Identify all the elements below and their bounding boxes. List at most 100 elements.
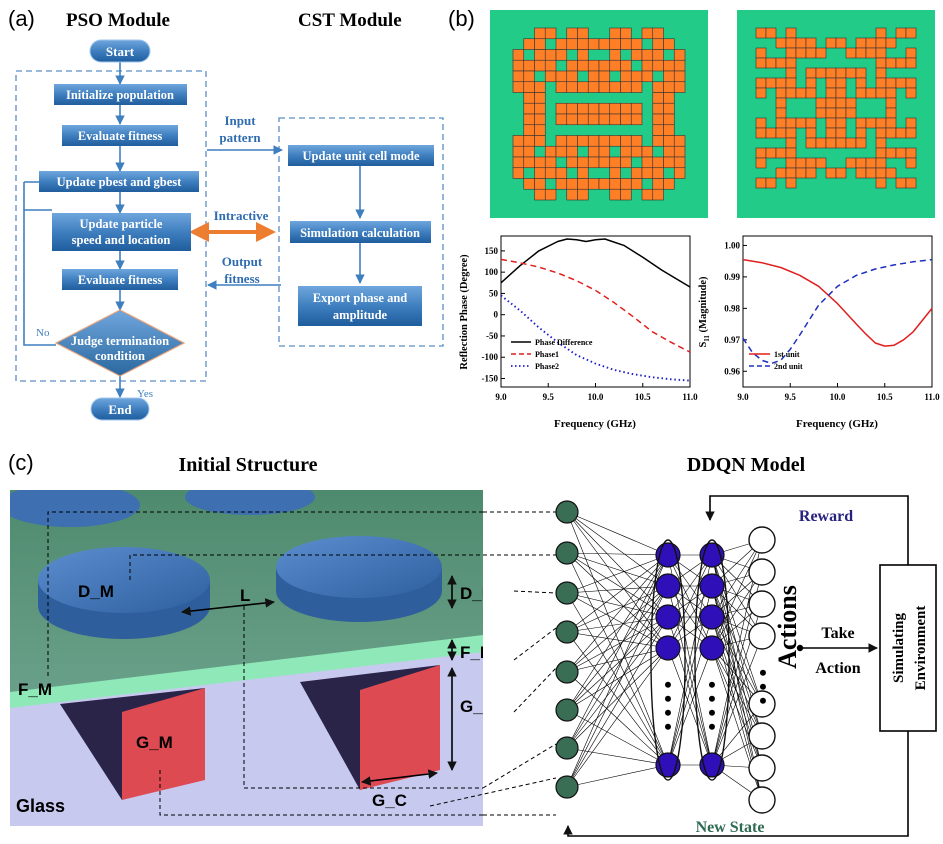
- label-g-c: G_C: [372, 791, 407, 810]
- metal-pixel: [641, 156, 654, 169]
- metal-pixel: [652, 113, 664, 126]
- reward-feedback-arrow: [705, 495, 909, 565]
- metal-pixel: [620, 156, 632, 169]
- start-node: [89, 39, 151, 63]
- end-node: [90, 397, 150, 421]
- metal-pixel: [805, 167, 817, 179]
- metal-pixel: [609, 81, 621, 93]
- metal-pixel: [641, 70, 654, 83]
- output-node: [748, 690, 776, 718]
- metal-pixel: [609, 167, 621, 179]
- metal-pixel: [835, 37, 847, 49]
- metal-pixel: [523, 59, 535, 72]
- metal-pixel: [663, 81, 675, 93]
- metal-pixel: [566, 188, 578, 201]
- metal-pixel: [875, 87, 887, 99]
- metal-pixel: [875, 117, 887, 129]
- hidden-node: [655, 635, 681, 661]
- input-node: [555, 660, 579, 684]
- y-tick-label: 0.99: [724, 272, 740, 282]
- metal-pixel: [885, 167, 897, 179]
- metal-pixel: [652, 59, 664, 72]
- hidden-node: [655, 604, 681, 630]
- chart-2-xlabel: Frequency (GHz): [796, 418, 878, 430]
- chart-2-ylabel-rest: (Magnitude): [698, 276, 709, 335]
- new-state-feedback-arrow: [563, 731, 909, 837]
- metal-pixel: [630, 49, 643, 61]
- metal-pixel: [825, 67, 837, 79]
- metal-pixel: [652, 135, 664, 147]
- metal-pixel: [663, 102, 675, 115]
- metal-pixel: [641, 27, 654, 40]
- film-top-edge: [10, 635, 483, 708]
- metal-pixel: [566, 27, 578, 40]
- metal-pixel: [566, 81, 578, 93]
- metal-pixel: [609, 59, 621, 72]
- input-pattern-label-1: Input: [224, 113, 256, 128]
- metal-pixel: [785, 167, 797, 179]
- simulating-environment-label-1: Simulating: [891, 612, 907, 683]
- metal-pixel: [566, 145, 578, 158]
- network-nodes: [555, 500, 776, 814]
- metal-pixel: [895, 177, 907, 189]
- metal-pixel: [755, 117, 767, 129]
- metal-pixel: [775, 77, 787, 89]
- network-edge: [566, 511, 669, 618]
- metal-pixel: [577, 113, 589, 126]
- metal-pixel: [566, 70, 578, 83]
- chart-1-xlabel: Frequency (GHz): [554, 418, 636, 430]
- output-node: [748, 786, 776, 814]
- label-d-m: D_M: [78, 582, 114, 601]
- evaluate-fitness-box-1: [62, 125, 178, 146]
- metal-pixel: [523, 113, 535, 126]
- series-line-1st-unit: [742, 258, 933, 347]
- metal-pixel: [523, 135, 535, 147]
- metal-pixel: [609, 178, 621, 190]
- network-edge: [566, 554, 669, 711]
- update-best-label: Update pbest and gbest: [57, 175, 183, 189]
- metal-pixel: [577, 81, 589, 93]
- network-edge: [566, 747, 669, 766]
- simulation-calculation-box: [290, 221, 431, 243]
- metal-pixel: [865, 87, 877, 99]
- metal-pixel: [865, 47, 877, 59]
- update-particle-label-1: Update particle: [80, 217, 163, 231]
- output-node: [748, 526, 776, 554]
- x-tick-label: 9.0: [495, 392, 507, 402]
- metal-pixel: [534, 102, 546, 115]
- y-tick-label: 0.97: [724, 335, 740, 345]
- metal-pixel: [534, 178, 546, 190]
- metal-pixel: [885, 57, 897, 69]
- metal-pixel: [775, 117, 787, 129]
- metal-pixel: [805, 67, 817, 79]
- pso-module-title: PSO Module: [66, 10, 170, 31]
- metal-pixel: [620, 59, 632, 72]
- hidden-node: [699, 604, 725, 630]
- metal-pixel: [825, 97, 837, 109]
- metal-pixel: [652, 92, 664, 104]
- metal-pixel: [673, 49, 686, 61]
- metal-pixel: [815, 157, 827, 169]
- metal-pixel: [663, 156, 675, 169]
- metal-pixel: [805, 77, 817, 89]
- metal-pixel: [598, 70, 611, 83]
- metal-pixel: [598, 135, 611, 147]
- metal-pixel: [895, 57, 907, 69]
- label-g-m: G_M: [136, 733, 173, 752]
- metal-pixel: [765, 27, 777, 39]
- hidden-layer-2-dots: ••••: [708, 672, 716, 739]
- metal-pixel: [577, 27, 589, 40]
- metal-pixel: [885, 127, 897, 139]
- chart-1-ylabel: Reflection Phase (Degree): [459, 254, 470, 370]
- metal-pixel: [577, 135, 589, 147]
- metal-pixel: [534, 188, 546, 201]
- metal-pixel: [855, 157, 867, 169]
- output-fitness-label-2: fitness: [224, 271, 259, 286]
- y-tick-label: 100: [485, 267, 499, 277]
- metal-pixel: [544, 59, 557, 72]
- metal-pixel: [544, 27, 557, 40]
- y-tick-label: 50: [489, 288, 499, 298]
- metal-pixel: [555, 70, 568, 83]
- legend-unit1-label: 1st unit: [774, 350, 800, 359]
